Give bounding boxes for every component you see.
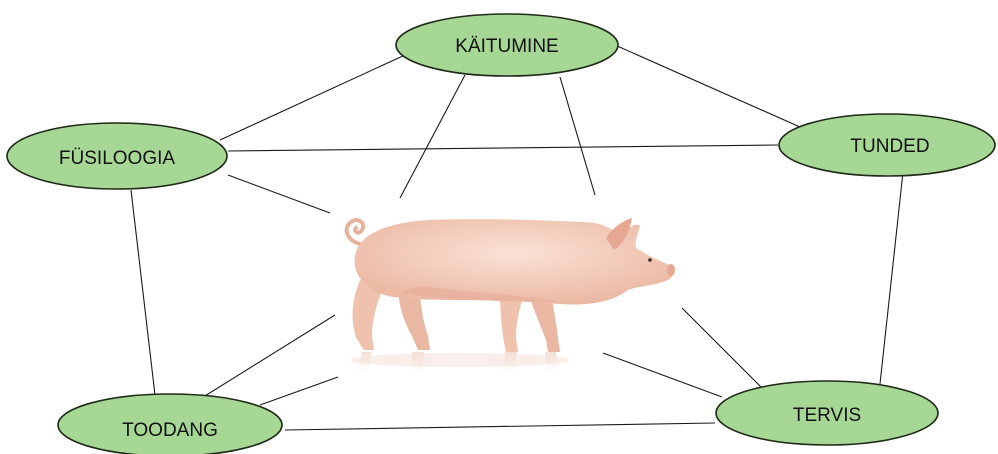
- edge-physiology-pig: [228, 175, 330, 213]
- pig-eye: [648, 258, 652, 262]
- edge-physiology-feelings: [228, 145, 778, 151]
- node-health-label: TERVIS: [793, 405, 861, 426]
- edge-behaviour-pig-left: [400, 75, 465, 198]
- edge-behaviour-physiology: [220, 55, 405, 140]
- edge-behaviour-feelings: [615, 45, 800, 127]
- pig-snout: [667, 264, 675, 276]
- node-production: TOODANG: [58, 394, 282, 454]
- edge-production-pig-lower: [260, 377, 338, 405]
- node-physiology: FÜSILOOGIA: [7, 123, 227, 189]
- pig-illustration: [347, 218, 675, 378]
- edge-health-pig-right: [682, 308, 762, 388]
- node-health: TERVIS: [716, 381, 938, 445]
- node-feelings-label: TUNDED: [850, 136, 929, 157]
- pig-tail: [347, 220, 363, 244]
- node-physiology-label: FÜSILOOGIA: [59, 148, 175, 169]
- node-production-label: TOODANG: [122, 420, 218, 441]
- edge-behaviour-pig-right: [560, 77, 595, 195]
- node-behaviour-label: KÄITUMINE: [455, 36, 558, 57]
- node-feelings: TUNDED: [779, 114, 995, 176]
- edge-production-health: [285, 423, 715, 430]
- pig-reflection: [350, 352, 570, 378]
- edge-physiology-production: [131, 190, 155, 395]
- edge-production-pig-upper: [200, 315, 335, 399]
- edge-health-pig-bottom: [603, 353, 722, 397]
- edge-feelings-health: [880, 172, 903, 384]
- node-behaviour: KÄITUMINE: [396, 14, 618, 76]
